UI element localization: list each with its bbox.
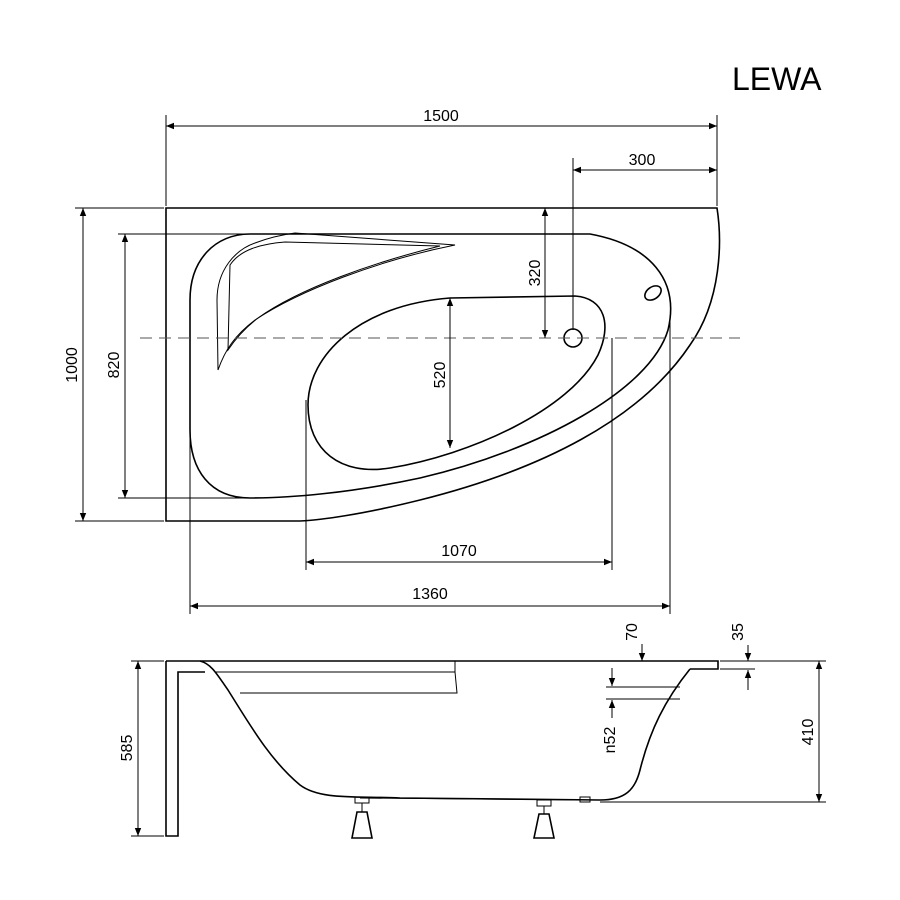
dim-70: 70 [624,623,641,641]
tub-inner-rim [189,233,672,499]
dim-410: 410 [800,719,817,746]
dim-520: 520 [432,362,449,389]
front-panel [165,661,205,837]
variant-title: LEWA [732,61,822,97]
backrest-inner [227,241,441,352]
dim-300: 300 [629,152,656,169]
dim-820: 820 [106,352,123,379]
dim-1070: 1070 [441,543,477,560]
drain-fitting [579,796,591,803]
tub-seat [215,671,458,694]
side-view: 585 410 70 35 n52 [119,623,826,839]
dim-1500: 1500 [423,108,459,125]
top-view: 1500 300 1000 820 320 520 1070 1360 [64,108,740,614]
overflow-label: n52 [602,727,619,754]
dim-320: 320 [527,260,544,287]
basin-contour [307,295,606,471]
tub-body-profile [199,660,691,801]
tub-rim [166,660,719,670]
dim-1000: 1000 [64,347,81,383]
dim-1360: 1360 [412,586,448,603]
overflow-hole [644,285,662,301]
dim-585: 585 [119,735,136,762]
tub-outer-contour [165,207,721,522]
foot-right [533,799,555,839]
dim-35: 35 [730,623,747,641]
foot-left [351,796,373,839]
backrest-shape [216,232,456,371]
